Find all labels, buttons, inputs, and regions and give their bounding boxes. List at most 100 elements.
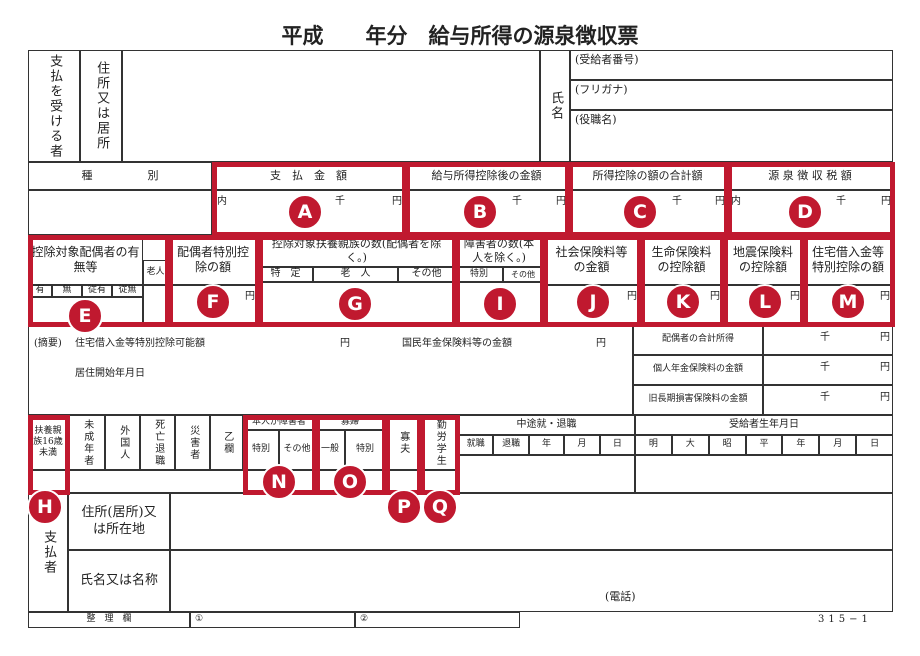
en-mark: 円 <box>596 338 606 349</box>
life-insurance-header: 生命保険料の控除額 <box>640 235 723 285</box>
en-mark: 円 <box>392 196 402 207</box>
spouse-income-label: 配偶者の合計所得 <box>633 325 763 355</box>
address-label: 住所又は居所 <box>80 50 122 162</box>
address-field[interactable] <box>122 50 540 162</box>
en-mark: 円 <box>881 196 891 207</box>
badge-J: J <box>575 284 611 320</box>
position-label: (役職名) <box>575 113 617 126</box>
midway-col: 月 <box>564 435 600 455</box>
midway-col: 年 <box>528 435 565 455</box>
en-mark: 円 <box>715 196 725 207</box>
private-pension-field[interactable] <box>763 355 893 385</box>
en-mark: 円 <box>556 196 566 207</box>
total-deductions-header: 所得控除の額の合計額 <box>568 162 727 190</box>
widow-header: 寡婦 <box>315 415 385 430</box>
birth-header: 受給者生年月日 <box>635 415 893 435</box>
summary-label: (摘要) <box>34 338 62 349</box>
en-mark: 円 <box>880 332 890 343</box>
en-mark: 円 <box>790 291 800 302</box>
birth-col: 大 <box>671 435 709 455</box>
birth-cols: 明 大 昭 平 年 月 日 <box>635 435 894 455</box>
sen-mark: 千 <box>512 196 522 207</box>
badge-A: A <box>287 194 323 230</box>
type-header: 種 別 <box>28 162 212 190</box>
spouse-no: 無 <box>52 285 82 297</box>
en-mark: 円 <box>245 291 255 302</box>
birth-col: 月 <box>819 435 857 455</box>
position-field[interactable]: (役職名) <box>570 110 893 162</box>
old-damage-insurance-label: 旧長期損害保険料の金額 <box>633 385 763 415</box>
dependents-old: 老 人 <box>313 267 398 282</box>
recipient-number-field[interactable]: (受給者番号) <box>570 50 893 80</box>
payer-address-label: 住所(居所)又は所在地 <box>68 493 170 550</box>
midway-cols: 就職 退職 年 月 日 <box>458 435 636 455</box>
name-label: 氏名 <box>540 50 570 162</box>
badge-N: N <box>261 464 297 500</box>
old-damage-insurance-field[interactable] <box>763 385 893 415</box>
dependents-specific: 特 定 <box>258 267 313 282</box>
phone-label: (電話) <box>605 590 636 603</box>
badge-G: G <box>337 286 373 322</box>
badge-K: K <box>665 284 701 320</box>
type-field[interactable] <box>28 190 212 235</box>
memo-label: 整 理 欄 <box>28 612 190 628</box>
social-insurance-header: 社会保険料等の金額 <box>543 235 640 285</box>
uchi-mark: 内 <box>731 196 741 207</box>
birth-col: 年 <box>782 435 820 455</box>
en-mark: 円 <box>627 291 637 302</box>
midway-col: 日 <box>599 435 636 455</box>
spouse-dep-yes: 従有 <box>82 285 112 297</box>
badge-P: P <box>386 489 422 525</box>
badge-C: C <box>622 194 658 230</box>
midway-header: 中途就・退職 <box>458 415 635 435</box>
sen-mark: 千 <box>335 196 345 207</box>
disabled-header: 障害者の数(本人を除く。) <box>455 235 543 267</box>
sen-mark: 千 <box>820 392 830 403</box>
payer-name-label: 氏名又は名称 <box>68 550 170 612</box>
sen-mark: 千 <box>820 332 830 343</box>
housing-loan-header: 住宅借入金等特別控除の額 <box>803 235 893 285</box>
memo-field-2[interactable]: ② <box>355 612 520 628</box>
death-retire-header: 死亡退職 <box>140 415 175 470</box>
birth-field[interactable] <box>635 455 893 493</box>
widow-general: 一般 <box>315 430 345 470</box>
badge-H: H <box>27 489 63 525</box>
badge-D: D <box>787 194 823 230</box>
payment-amount-header: 支 払 金 額 <box>212 162 405 190</box>
disabled-special: 特別 <box>455 267 503 282</box>
checkbox-row[interactable] <box>28 470 458 493</box>
badge-M: M <box>830 284 866 320</box>
midway-field[interactable] <box>458 455 635 493</box>
birth-col: 昭 <box>708 435 746 455</box>
residence-start-label: 居住開始年月日 <box>75 368 145 379</box>
en-mark: 円 <box>880 392 890 403</box>
payer-name-field[interactable] <box>170 550 893 612</box>
memo-field-1[interactable]: ① <box>190 612 355 628</box>
sen-mark: 千 <box>820 362 830 373</box>
birth-col: 日 <box>856 435 894 455</box>
en-mark: 円 <box>710 291 720 302</box>
spouse-header: 控除対象配偶者の有無等 <box>28 235 143 285</box>
badge-L: L <box>747 284 783 320</box>
housing-possible-label: 住宅借入金等特別控除可能額 <box>75 338 205 349</box>
birth-col: 明 <box>635 435 672 455</box>
self-disabled-header: 本人が障害者 <box>243 415 315 430</box>
spouse-old-field[interactable] <box>143 285 168 325</box>
under16-header: 扶養親族16歳未満 <box>28 415 68 470</box>
furigana-field[interactable]: (フリガナ) <box>570 80 893 110</box>
minor-header: 未成年者 <box>68 415 105 470</box>
en-mark: 円 <box>880 291 890 302</box>
spouse-yes: 有 <box>28 285 52 297</box>
birth-col: 平 <box>745 435 783 455</box>
withholding-tax-header: 源 泉 徴 収 税 額 <box>727 162 893 190</box>
form-title: 平成 年分 給与所得の源泉徴収票 <box>281 24 639 48</box>
payer-address-field[interactable] <box>170 493 893 550</box>
pension-label: 国民年金保険料等の金額 <box>402 338 512 349</box>
en-mark: 円 <box>340 338 350 349</box>
income-after-deduction-header: 給与所得控除後の金額 <box>405 162 568 190</box>
form-code: 315−1 <box>818 614 872 625</box>
disaster-header: 災害者 <box>175 415 210 470</box>
earthquake-insurance-header: 地震保険料の控除額 <box>723 235 803 285</box>
dependents-header: 控除対象扶養親族の数(配偶者を除く。) <box>258 235 455 267</box>
spouse-special-header: 配偶者特別控除の額 <box>168 235 258 285</box>
